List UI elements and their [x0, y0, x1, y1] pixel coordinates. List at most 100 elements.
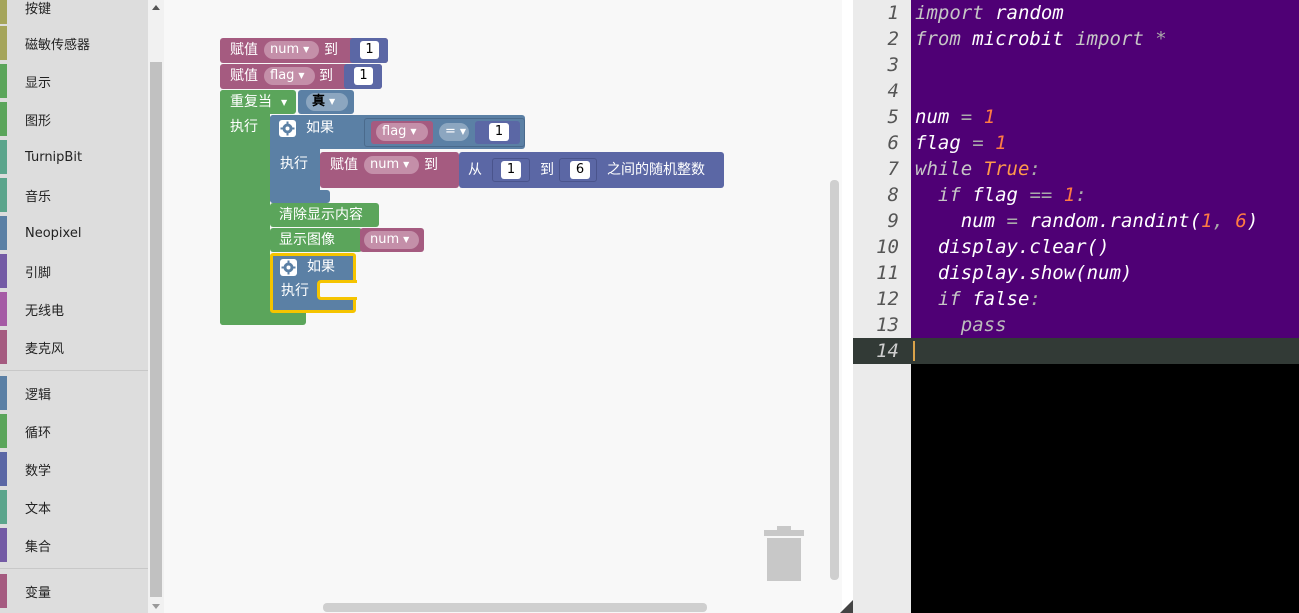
category-math[interactable]: 数学 [0, 450, 148, 488]
category-variables[interactable]: 变量 [0, 572, 148, 610]
category-radio[interactable]: 无线电 [0, 290, 148, 328]
operator-symbol: = [445, 124, 456, 139]
category-label: 图形 [25, 113, 52, 129]
settings-gear-icon[interactable] [280, 259, 297, 276]
settings-gear-icon[interactable] [279, 120, 296, 137]
toolbox-scrollbar[interactable] [148, 0, 164, 613]
dropdown-arrow-icon: ▼ [403, 235, 410, 244]
line-number: 11 [876, 262, 899, 284]
blocks-workspace[interactable]: 赋值 num▼ 到 1 赋值 flag▼ 到 1 重复当 ▼ 真▼ 执行 如果 … [164, 0, 842, 613]
set-num-block[interactable]: 赋值 num▼ 到 1 [220, 38, 388, 63]
category-label: 文本 [25, 501, 52, 517]
toolbox-separator [0, 370, 148, 371]
code-line: display.clear() [937, 236, 1110, 258]
workspace-vertical-scrollbar[interactable] [830, 180, 839, 580]
variable-dropdown[interactable]: num▼ [364, 231, 419, 249]
if-footer [270, 190, 330, 203]
clear-display-block[interactable]: 清除显示内容 [270, 203, 379, 227]
random-int-block[interactable]: 从 1 到 6 之间的随机整数 [459, 152, 724, 188]
code-line: if flag == 1: [937, 184, 1087, 206]
category-label: TurnipBit [25, 149, 83, 165]
category-label: 按键 [25, 1, 52, 17]
repeat-while-block[interactable] [220, 90, 270, 325]
true-block[interactable]: 真▼ [298, 90, 354, 114]
dropdown-arrow-icon[interactable]: ▼ [281, 98, 288, 107]
category-text[interactable]: 文本 [0, 488, 148, 526]
variable-dropdown[interactable]: num▼ [364, 156, 419, 174]
variable-name: num [370, 157, 400, 172]
category-image[interactable]: 图形 [0, 100, 148, 138]
category-label: 无线电 [25, 303, 65, 319]
line-number: 13 [876, 314, 899, 336]
set-flag-block[interactable]: 赋值 flag▼ 到 1 [220, 64, 382, 89]
workspace-horizontal-scrollbar[interactable] [323, 603, 707, 612]
number-field[interactable]: 6 [570, 161, 590, 179]
variable-dropdown[interactable]: flag▼ [264, 67, 315, 85]
line-number: 6 [887, 132, 899, 154]
assign-label: 赋值 [330, 157, 358, 173]
scrollbar-thumb[interactable] [150, 62, 162, 597]
operator-dropdown[interactable]: =▼ [439, 123, 469, 141]
category-buttons[interactable]: 按键 [0, 0, 148, 26]
category-microphone[interactable]: 麦克风 [0, 328, 148, 366]
category-lists[interactable]: 集合 [0, 526, 148, 564]
category-display[interactable]: 显示 [0, 62, 148, 100]
line-number: 8 [887, 184, 899, 206]
scroll-up-icon[interactable] [152, 5, 160, 10]
python-code-editor[interactable]: import random from microbit import * num… [911, 0, 1299, 613]
category-color-bar [0, 452, 7, 486]
if-header[interactable]: 如果 flag▼ =▼ 1 [270, 115, 525, 149]
category-neopixel[interactable]: Neopixel [0, 214, 148, 252]
number-field[interactable]: 1 [360, 41, 379, 59]
line-number: 10 [876, 236, 899, 258]
repeat-while-header[interactable]: 重复当 ▼ [220, 90, 296, 114]
code-line: display.show(num) [937, 262, 1133, 284]
do-label: 执行 [230, 119, 258, 135]
category-logic[interactable]: 逻辑 [0, 374, 148, 412]
category-color-bar [0, 528, 7, 562]
to-label: 到 [324, 42, 338, 58]
number-block[interactable]: 6 [559, 158, 597, 182]
line-number: 12 [876, 288, 899, 310]
trash-can-icon[interactable] [763, 526, 805, 582]
number-field[interactable]: 1 [489, 123, 509, 141]
category-loops[interactable]: 循环 [0, 412, 148, 450]
empty-statement-slot[interactable] [317, 280, 357, 300]
category-color-bar [0, 254, 7, 288]
category-color-bar [0, 64, 7, 98]
to-label: 到 [319, 68, 333, 84]
number-field[interactable]: 1 [354, 67, 373, 85]
variable-dropdown[interactable]: num▼ [264, 41, 319, 59]
variable-dropdown[interactable]: flag▼ [376, 123, 428, 141]
variable-get-block[interactable]: flag▼ [371, 121, 433, 144]
set-num-random-block[interactable]: 赋值 num▼ 到 [320, 152, 459, 188]
number-block[interactable]: 1 [344, 64, 382, 89]
category-label: 麦克风 [25, 341, 65, 357]
category-color-bar [0, 26, 7, 60]
variable-get-block[interactable]: num▼ [360, 228, 424, 252]
scroll-down-icon[interactable] [152, 604, 160, 609]
line-number: 1 [887, 2, 899, 24]
category-music[interactable]: 音乐 [0, 176, 148, 214]
dropdown-arrow-icon: ▼ [403, 160, 410, 169]
bool-dropdown[interactable]: 真▼ [306, 93, 348, 111]
line-number-gutter: 1 2 3 4 5 6 7 8 9 10 11 12 13 [853, 0, 911, 613]
category-label: 数学 [25, 463, 52, 479]
category-compass[interactable]: 磁敏传感器 [0, 24, 148, 62]
category-label: 集合 [25, 539, 52, 555]
number-field[interactable]: 1 [501, 161, 521, 179]
number-block[interactable]: 1 [475, 121, 520, 144]
category-pins[interactable]: 引脚 [0, 252, 148, 290]
code-line: if false: [937, 288, 1041, 310]
number-block[interactable]: 1 [492, 158, 530, 182]
number-block[interactable]: 1 [350, 38, 388, 63]
code-line: num = 1 [915, 106, 996, 128]
from-label: 从 [468, 162, 482, 178]
dropdown-arrow-icon: ▼ [459, 127, 467, 136]
compare-block[interactable]: flag▼ =▼ 1 [364, 118, 525, 147]
resize-handle-icon[interactable] [840, 600, 853, 613]
show-image-block[interactable]: 显示图像 [270, 228, 362, 252]
category-turnipbit[interactable]: TurnipBit [0, 138, 148, 176]
code-line: flag = 1 [915, 132, 1007, 154]
selected-if-block[interactable]: 如果 执行 [270, 253, 357, 313]
